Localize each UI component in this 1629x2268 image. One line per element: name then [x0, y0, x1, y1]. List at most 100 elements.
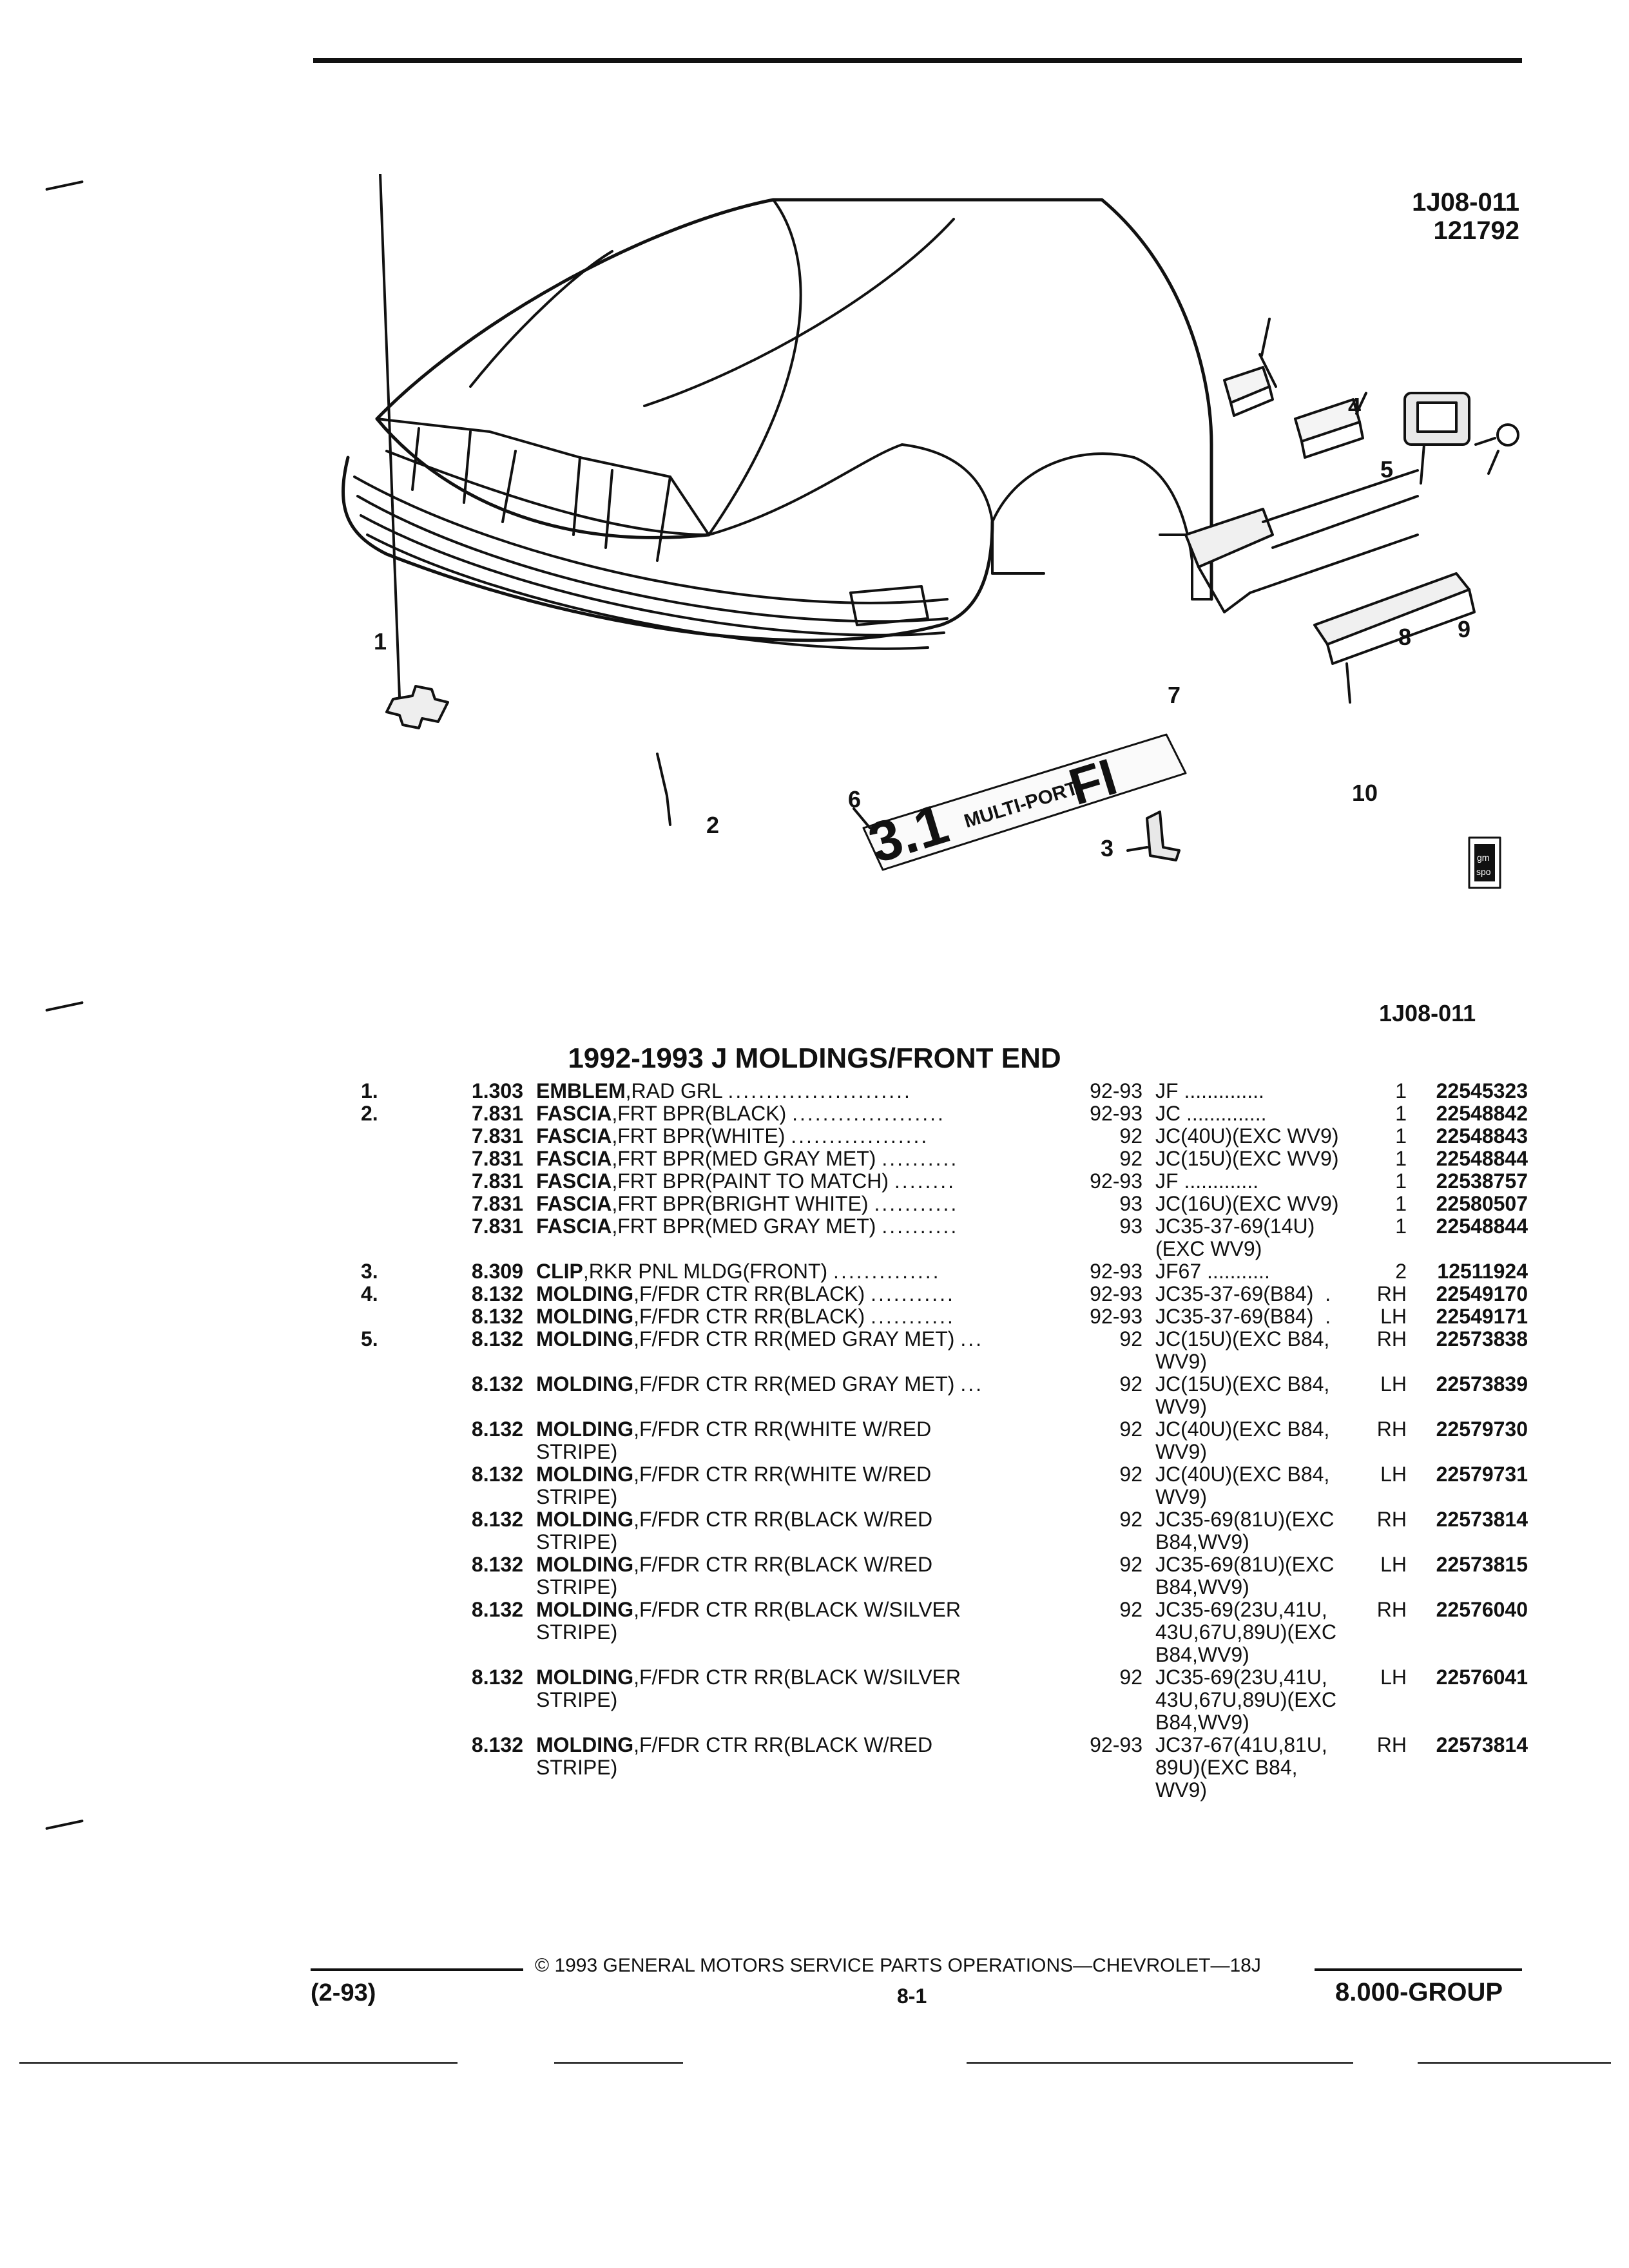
model-usage: JF ..............: [1155, 1079, 1264, 1102]
part-number: 22548844: [1436, 1215, 1528, 1238]
part-description: MOLDING,F/FDR CTR RR(BLACK W/SILVER STRI…: [536, 1666, 1075, 1734]
bumper-fascia: [342, 456, 994, 650]
copyright: © 1993 GENERAL MOTORS SERVICE PARTS OPER…: [535, 1955, 1261, 1976]
catalog-code: 8.132: [471, 1463, 523, 1486]
part-number: 22573838: [1436, 1327, 1528, 1350]
catalog-code: 8.132: [471, 1305, 523, 1328]
item-ref: [361, 1148, 445, 1170]
part-detail: ,FRT BPR(BLACK): [612, 1102, 787, 1125]
part-detail: ,FRT BPR(PAINT TO MATCH): [612, 1169, 889, 1193]
part-description: FASCIA,FRT BPR(PAINT TO MATCH) ........: [536, 1170, 1075, 1193]
model-years: 93: [1119, 1215, 1142, 1238]
item-ref: [361, 1193, 445, 1215]
gm-spo-logo: gm spo: [1468, 836, 1501, 889]
model-usage: JC ..............: [1155, 1102, 1267, 1125]
scan-edge: [1418, 2062, 1611, 2064]
model-years: 92-93: [1090, 1733, 1142, 1756]
part-description: MOLDING,F/FDR CTR RR(BLACK W/RED STRIPE): [536, 1508, 1075, 1553]
model-years: 92-93: [1090, 1079, 1142, 1102]
parts-row: 7.831 FASCIA,FRT BPR(PAINT TO MATCH) ....…: [361, 1170, 1528, 1193]
model-usage: JC35-69(23U,41U, 43U,67U,89U)(EXC B84,WV…: [1155, 1598, 1336, 1666]
binder-mark: [45, 180, 84, 191]
part-name: FASCIA: [536, 1169, 612, 1193]
part-name: MOLDING: [536, 1598, 634, 1621]
part-number: 12511924: [1437, 1260, 1528, 1283]
model-years: 92-93: [1090, 1102, 1142, 1125]
model-years: 92-93: [1090, 1260, 1142, 1283]
part-description: MOLDING,F/FDR CTR RR(BLACK) ...........: [536, 1283, 1075, 1305]
catalog-code: 8.309: [471, 1260, 523, 1283]
model-years: 92: [1119, 1463, 1142, 1486]
item-ref: [361, 1170, 445, 1193]
part-name: FASCIA: [536, 1192, 612, 1215]
quantity: 1: [1395, 1124, 1407, 1148]
scan-edge: [967, 2062, 1353, 2064]
callout-5: 5: [1380, 456, 1394, 483]
item-ref: 5.: [361, 1327, 378, 1350]
catalog-code: 7.831: [471, 1124, 523, 1148]
part-detail: ,FRT BPR(MED GRAY MET): [612, 1215, 876, 1238]
part-name: CLIP: [536, 1260, 583, 1283]
footer-rule-left: [311, 1968, 523, 1971]
item-ref: 4.: [361, 1282, 378, 1305]
model-years: 92: [1119, 1553, 1142, 1576]
part-name: MOLDING: [536, 1305, 634, 1328]
model-usage: JC(40U)(EXC B84, WV9): [1155, 1418, 1330, 1463]
part-10-molding: [1313, 572, 1476, 704]
part-detail: ,F/FDR CTR RR(WHITE W/RED STRIPE): [536, 1463, 932, 1508]
section-title: 1992-1993 J MOLDINGS/FRONT END: [568, 1043, 1061, 1074]
part-6-emblem: 3.1 MULTI-PORT FI: [853, 733, 1187, 875]
catalog-code: 8.132: [471, 1733, 523, 1756]
part-name: MOLDING: [536, 1372, 634, 1396]
model-usage: JC(15U)(EXC B84, WV9): [1155, 1327, 1330, 1373]
model-usage: JC35-69(81U)(EXC B84,WV9): [1155, 1553, 1335, 1599]
part-description: MOLDING,F/FDR CTR RR(BLACK W/RED STRIPE): [536, 1553, 1075, 1599]
part-detail: ,F/FDR CTR RR(WHITE W/RED STRIPE): [536, 1418, 932, 1463]
part-number: 22549170: [1436, 1282, 1528, 1305]
part-4-molding: [1223, 318, 1277, 417]
binder-mark: [45, 1001, 84, 1012]
part-number: 22580507: [1436, 1192, 1528, 1215]
part-description: FASCIA,FRT BPR(BLACK) ..................…: [536, 1102, 1075, 1125]
model-years: 92: [1119, 1418, 1142, 1441]
part-description: MOLDING,F/FDR CTR RR(WHITE W/RED STRIPE): [536, 1418, 1075, 1463]
binder-mark: [45, 1819, 84, 1831]
item-ref: [361, 1125, 445, 1148]
catalog-code: 8.132: [471, 1327, 523, 1350]
catalog-code: 7.831: [471, 1169, 523, 1193]
leader-dots: ....................: [792, 1102, 945, 1125]
item-ref: [361, 1305, 445, 1328]
item-ref: [361, 1463, 445, 1508]
part-detail: ,FRT BPR(WHITE): [612, 1124, 786, 1148]
part-number: 22576041: [1436, 1666, 1528, 1689]
catalog-code: 7.831: [471, 1192, 523, 1215]
quantity: 1: [1395, 1169, 1407, 1193]
callout-4: 4: [1348, 393, 1362, 419]
part-number: 22573814: [1436, 1733, 1528, 1756]
part-detail: ,F/FDR CTR RR(MED GRAY MET): [633, 1327, 955, 1350]
part-7-molding: [1159, 469, 1419, 613]
revision-date: (2-93): [311, 1979, 376, 2006]
header-rule: [313, 58, 1522, 63]
part-number: 22545323: [1436, 1079, 1528, 1102]
part-name: MOLDING: [536, 1553, 634, 1576]
part-description: CLIP,RKR PNL MLDG(FRONT) ..............: [536, 1260, 1075, 1283]
part-name: MOLDING: [536, 1733, 634, 1756]
catalog-code: 7.831: [471, 1147, 523, 1170]
callout-6: 6: [848, 786, 862, 812]
quantity: 1: [1395, 1147, 1407, 1170]
model-years: 92: [1119, 1508, 1142, 1531]
quantity: LH: [1380, 1305, 1407, 1328]
callout-2: 2: [706, 812, 720, 838]
quantity: 2: [1395, 1260, 1407, 1283]
part-number: 22573815: [1436, 1553, 1528, 1576]
